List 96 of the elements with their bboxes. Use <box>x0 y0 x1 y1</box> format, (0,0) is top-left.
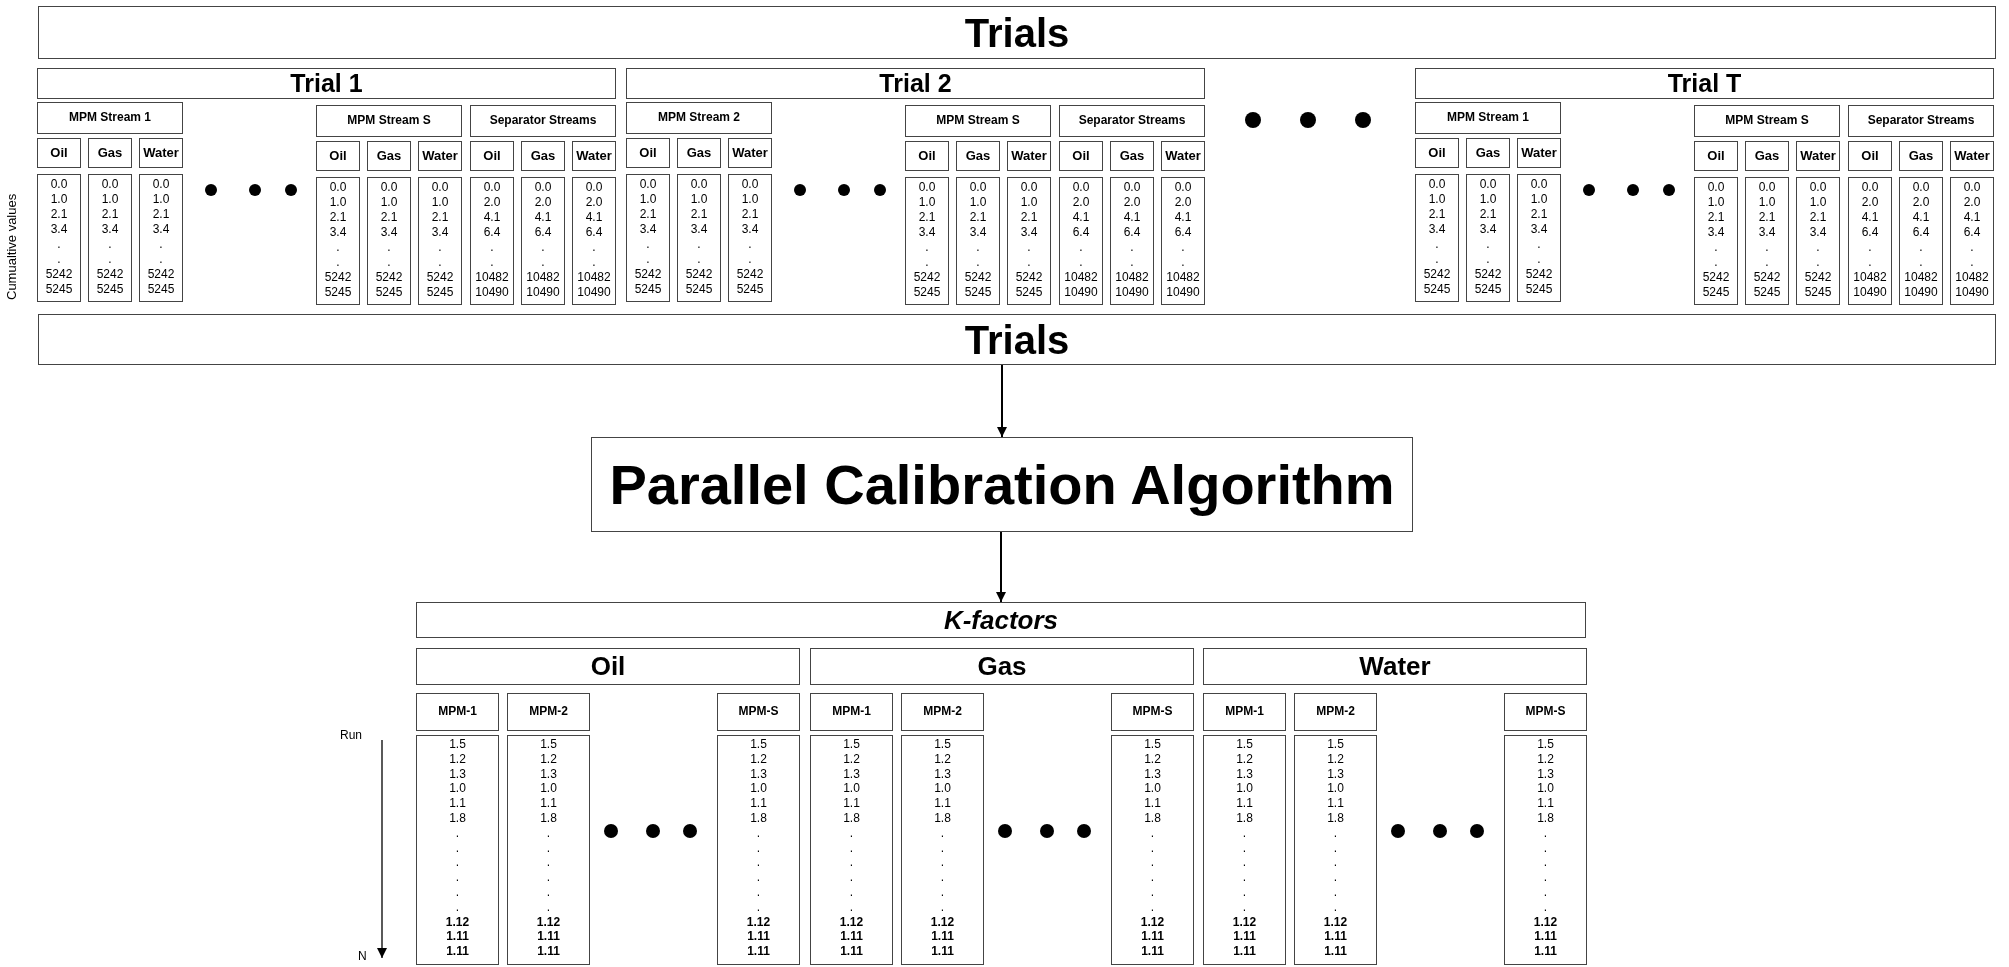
phase-group-header: Gas <box>810 648 1194 685</box>
data-column: 0.0 1.0 2.1 3.4 . . 5242 5245 <box>905 177 949 305</box>
data-column: 0.0 1.0 2.1 3.4 . . 5242 5245 <box>139 174 183 302</box>
data-column: 0.0 2.0 4.1 6.4 . . 10482 10490 <box>470 177 514 305</box>
data-column: 0.0 2.0 4.1 6.4 . . 10482 10490 <box>1848 177 1892 305</box>
k-factor-column: 1.5 1.2 1.3 1.0 1.1 1.8 . . . . . . 1.12 1.11 1.11 <box>717 735 800 965</box>
stream-header: Separator Streams <box>1059 105 1205 137</box>
k-factor-column: 1.5 1.2 1.3 1.0 1.1 1.8 . . . . . . 1.12 1.11 1.11 <box>1203 735 1286 965</box>
phase-header: Oil <box>1694 141 1738 171</box>
meter-header: MPM-S <box>1504 693 1587 731</box>
data-column: 0.0 2.0 4.1 6.4 . . 10482 10490 <box>572 177 616 305</box>
stream-header: Separator Streams <box>1848 105 1994 137</box>
data-column: 0.0 1.0 2.1 3.4 . . 5242 5245 <box>1694 177 1738 305</box>
trial-header: Trial T <box>1415 68 1994 99</box>
k-factor-column: 1.5 1.2 1.3 1.0 1.1 1.8 . . . . . . 1.12 1.11 1.11 <box>810 735 893 965</box>
phase-group-header: Water <box>1203 648 1587 685</box>
data-column: 0.0 1.0 2.1 3.4 . . 5242 5245 <box>1796 177 1840 305</box>
k-factor-column: 1.5 1.2 1.3 1.0 1.1 1.8 . . . . . . 1.12 1.11 1.11 <box>901 735 984 965</box>
meter-header: MPM-2 <box>901 693 984 731</box>
axis-label: N <box>358 949 367 963</box>
phase-header: Water <box>572 141 616 171</box>
axis-label: Run <box>340 728 362 742</box>
stream-header: Separator Streams <box>470 105 616 137</box>
phase-header: Oil <box>316 141 360 171</box>
stream-header: MPM Stream 1 <box>1415 102 1561 134</box>
phase-header: Water <box>1007 141 1051 171</box>
data-column: 0.0 1.0 2.1 3.4 . . 5242 5245 <box>626 174 670 302</box>
k-factor-column: 1.5 1.2 1.3 1.0 1.1 1.8 . . . . . . 1.12 1.11 1.11 <box>1111 735 1194 965</box>
phase-header: Gas <box>1899 141 1943 171</box>
phase-header: Gas <box>956 141 1000 171</box>
phase-header: Gas <box>1745 141 1789 171</box>
phase-header: Oil <box>905 141 949 171</box>
data-column: 0.0 2.0 4.1 6.4 . . 10482 10490 <box>1110 177 1154 305</box>
phase-header: Gas <box>1110 141 1154 171</box>
k-factor-column: 1.5 1.2 1.3 1.0 1.1 1.8 . . . . . . 1.12 1.11 1.11 <box>507 735 590 965</box>
data-column: 0.0 1.0 2.1 3.4 . . 5242 5245 <box>728 174 772 302</box>
phase-header: Water <box>1517 138 1561 168</box>
k-factor-column: 1.5 1.2 1.3 1.0 1.1 1.8 . . . . . . 1.12 1.11 1.11 <box>1504 735 1587 965</box>
trial-header: Trial 2 <box>626 68 1205 99</box>
meter-header: MPM-2 <box>507 693 590 731</box>
phase-header: Water <box>1796 141 1840 171</box>
trial-header: Trial 1 <box>37 68 616 99</box>
phase-header: Gas <box>521 141 565 171</box>
data-column: 0.0 1.0 2.1 3.4 . . 5242 5245 <box>1007 177 1051 305</box>
phase-header: Water <box>1950 141 1994 171</box>
k-factors-header: K-factors <box>416 602 1586 638</box>
meter-header: MPM-2 <box>1294 693 1377 731</box>
stream-header: MPM Stream 2 <box>626 102 772 134</box>
data-column: 0.0 1.0 2.1 3.4 . . 5242 5245 <box>1466 174 1510 302</box>
stream-header: MPM Stream S <box>316 105 462 137</box>
phase-header: Water <box>418 141 462 171</box>
arrow <box>996 531 1006 603</box>
meter-header: MPM-S <box>1111 693 1194 731</box>
phase-header: Water <box>1161 141 1205 171</box>
phase-header: Oil <box>1415 138 1459 168</box>
data-column: 0.0 1.0 2.1 3.4 . . 5242 5245 <box>418 177 462 305</box>
algorithm-box: Parallel Calibration Algorithm <box>591 437 1413 532</box>
data-column: 0.0 1.0 2.1 3.4 . . 5242 5245 <box>956 177 1000 305</box>
data-column: 0.0 2.0 4.1 6.4 . . 10482 10490 <box>1950 177 1994 305</box>
k-factor-column: 1.5 1.2 1.3 1.0 1.1 1.8 . . . . . . 1.12 1.11 1.11 <box>416 735 499 965</box>
data-column: 0.0 1.0 2.1 3.4 . . 5242 5245 <box>677 174 721 302</box>
stream-header: MPM Stream S <box>905 105 1051 137</box>
stream-header: MPM Stream S <box>1694 105 1840 137</box>
phase-header: Gas <box>367 141 411 171</box>
data-column: 0.0 1.0 2.1 3.4 . . 5242 5245 <box>316 177 360 305</box>
phase-header: Gas <box>677 138 721 168</box>
meter-header: MPM-1 <box>810 693 893 731</box>
data-column: 0.0 1.0 2.1 3.4 . . 5242 5245 <box>367 177 411 305</box>
phase-header: Water <box>139 138 183 168</box>
trials-banner: Trials <box>38 6 1996 59</box>
data-column: 0.0 1.0 2.1 3.4 . . 5242 5245 <box>1415 174 1459 302</box>
phase-header: Oil <box>626 138 670 168</box>
data-column: 0.0 1.0 2.1 3.4 . . 5242 5245 <box>37 174 81 302</box>
phase-header: Oil <box>37 138 81 168</box>
data-column: 0.0 2.0 4.1 6.4 . . 10482 10490 <box>1899 177 1943 305</box>
arrow <box>997 364 1007 438</box>
meter-header: MPM-1 <box>416 693 499 731</box>
phase-header: Water <box>728 138 772 168</box>
trials-banner: Trials <box>38 314 1996 365</box>
data-column: 0.0 2.0 4.1 6.4 . . 10482 10490 <box>521 177 565 305</box>
data-column: 0.0 1.0 2.1 3.4 . . 5242 5245 <box>1745 177 1789 305</box>
stream-header: MPM Stream 1 <box>37 102 183 134</box>
k-factor-column: 1.5 1.2 1.3 1.0 1.1 1.8 . . . . . . 1.12 1.11 1.11 <box>1294 735 1377 965</box>
phase-header: Gas <box>88 138 132 168</box>
phase-header: Oil <box>1848 141 1892 171</box>
meter-header: MPM-S <box>717 693 800 731</box>
meter-header: MPM-1 <box>1203 693 1286 731</box>
data-column: 0.0 1.0 2.1 3.4 . . 5242 5245 <box>88 174 132 302</box>
phase-header: Oil <box>470 141 514 171</box>
data-column: 0.0 1.0 2.1 3.4 . . 5242 5245 <box>1517 174 1561 302</box>
data-column: 0.0 2.0 4.1 6.4 . . 10482 10490 <box>1059 177 1103 305</box>
data-column: 0.0 2.0 4.1 6.4 . . 10482 10490 <box>1161 177 1205 305</box>
phase-header: Gas <box>1466 138 1510 168</box>
phase-group-header: Oil <box>416 648 800 685</box>
phase-header: Oil <box>1059 141 1103 171</box>
axis-label: Cumualtive values <box>4 193 19 300</box>
